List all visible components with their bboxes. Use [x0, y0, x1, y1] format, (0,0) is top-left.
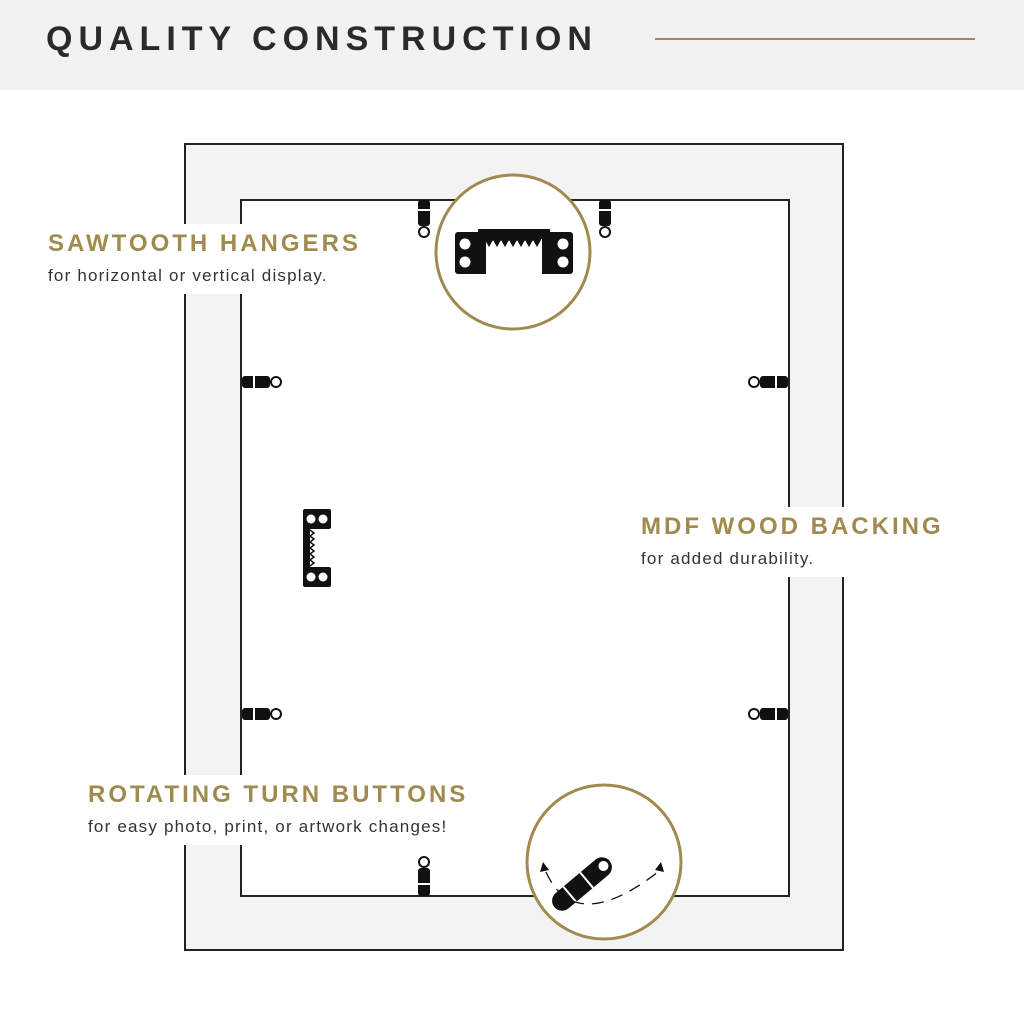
- page-title: QUALITY CONSTRUCTION: [46, 20, 598, 58]
- callout-title: SAWTOOTH HANGERS: [48, 230, 361, 257]
- turn-button-icon: [599, 200, 611, 238]
- callout-mdf-backing: MDF WOOD BACKING for added durability.: [633, 507, 952, 577]
- turn-button-icon: [242, 376, 282, 388]
- callout-title: ROTATING TURN BUTTONS: [88, 781, 469, 808]
- header-band: QUALITY CONSTRUCTION: [0, 0, 1024, 90]
- sawtooth-hanger-icon: [303, 509, 331, 587]
- callout-subtitle: for easy photo, print, or artwork change…: [88, 817, 448, 836]
- callout-subtitle: for added durability.: [641, 549, 815, 568]
- turn-button-icon: [242, 708, 282, 720]
- rotate-arrow-icon: [545, 871, 659, 905]
- turn-button-icon: [418, 200, 430, 238]
- callout-subtitle: for horizontal or vertical display.: [48, 266, 328, 285]
- turn-button-icon: [748, 708, 788, 720]
- callout-sawtooth-hangers: SAWTOOTH HANGERS for horizontal or verti…: [40, 224, 369, 294]
- turn-button-icon: [418, 856, 430, 896]
- turn-button-icon: [748, 376, 788, 388]
- sawtooth-magnifier: [434, 173, 592, 331]
- turn-button-magnifier: [525, 783, 683, 941]
- callout-title: MDF WOOD BACKING: [641, 513, 944, 540]
- callout-rotating-turn-buttons: ROTATING TURN BUTTONS for easy photo, pr…: [80, 775, 477, 845]
- header-divider: [655, 38, 975, 40]
